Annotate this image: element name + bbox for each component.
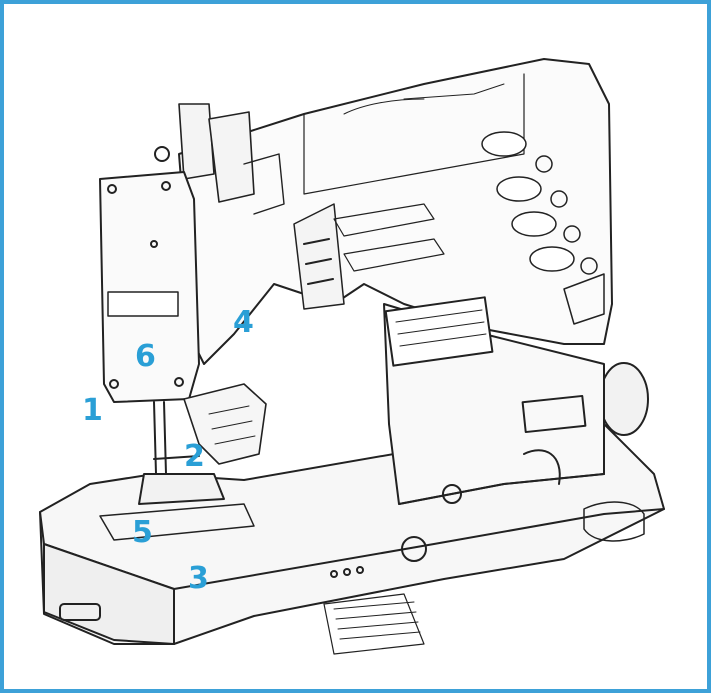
callout-4: 4 xyxy=(233,305,254,340)
sewing-machine-illustration xyxy=(39,58,665,655)
callout-3: 3 xyxy=(188,561,209,596)
callout-1: 1 xyxy=(82,393,103,428)
head-plate xyxy=(99,171,200,403)
needle-plate xyxy=(99,503,255,541)
needle-bar xyxy=(153,401,167,475)
warning-label xyxy=(384,296,494,367)
callout-5: 5 xyxy=(132,515,153,550)
callout-6: 6 xyxy=(135,339,156,374)
presser-foot xyxy=(138,473,225,505)
thread-spools xyxy=(481,131,598,275)
callout-2: 2 xyxy=(184,439,205,474)
